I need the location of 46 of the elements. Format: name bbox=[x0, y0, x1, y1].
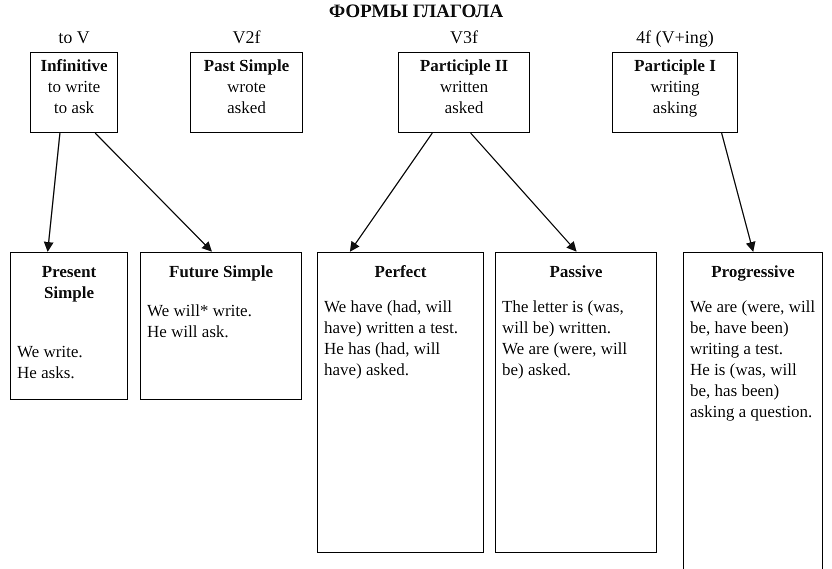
example-word: writing bbox=[649, 76, 701, 97]
form-heading: Progressive bbox=[710, 261, 796, 282]
form-heading: Participle I bbox=[633, 55, 717, 76]
verb-form-box bbox=[495, 252, 657, 553]
verb-form-box bbox=[190, 52, 303, 133]
arrow bbox=[470, 132, 577, 252]
example-word: asked bbox=[226, 97, 267, 118]
verb-form-box bbox=[683, 252, 823, 569]
example-sentence: We write. bbox=[17, 341, 84, 362]
example-sentence: We are (were, will be, have been) writing a test. bbox=[690, 296, 816, 359]
example-sentence: He asks. bbox=[17, 362, 76, 383]
verb-form-box bbox=[398, 52, 530, 133]
arrow bbox=[721, 132, 756, 252]
example-word: to write bbox=[46, 76, 102, 97]
arrow bbox=[350, 132, 433, 252]
example-sentence: We have (had, will have) written a test. bbox=[324, 296, 460, 338]
form-label: V3f bbox=[449, 27, 479, 48]
example-word: wrote bbox=[226, 76, 267, 97]
verb-form-box bbox=[30, 52, 118, 133]
form-heading: Present Simple bbox=[40, 261, 98, 303]
arrow bbox=[44, 132, 61, 252]
form-label: to V bbox=[57, 27, 91, 48]
verb-form-box bbox=[10, 252, 128, 400]
verb-form-box bbox=[612, 52, 738, 133]
form-heading: Participle II bbox=[418, 55, 510, 76]
example-sentence: He will ask. bbox=[147, 321, 230, 342]
form-heading: Perfect bbox=[374, 261, 428, 282]
form-heading: Infinitive bbox=[39, 55, 109, 76]
example-sentence: We will* write. bbox=[147, 300, 253, 321]
example-sentence: We are (were, will be) asked. bbox=[502, 338, 628, 380]
example-word: to ask bbox=[52, 97, 96, 118]
example-word: asked bbox=[444, 97, 484, 118]
example-word: asking bbox=[652, 97, 698, 118]
example-sentence: He has (had, will have) asked. bbox=[324, 338, 442, 380]
form-heading: Past Simple bbox=[202, 55, 290, 76]
example-sentence: He is (was, will be, has been) asking a question. bbox=[690, 359, 814, 422]
verb-form-box bbox=[140, 252, 302, 400]
form-label: V2f bbox=[232, 27, 262, 48]
verb-form-box bbox=[317, 252, 484, 553]
form-heading: Passive bbox=[548, 261, 604, 282]
diagram-title: ФОРМЫ ГЛАГОЛА bbox=[328, 1, 504, 23]
example-word: written bbox=[438, 76, 490, 97]
example-sentence: The letter is (was, will be) written. bbox=[502, 296, 625, 338]
arrow bbox=[94, 132, 212, 252]
form-label: 4f (V+ing) bbox=[635, 27, 715, 48]
form-heading: Future Simple bbox=[168, 261, 274, 282]
